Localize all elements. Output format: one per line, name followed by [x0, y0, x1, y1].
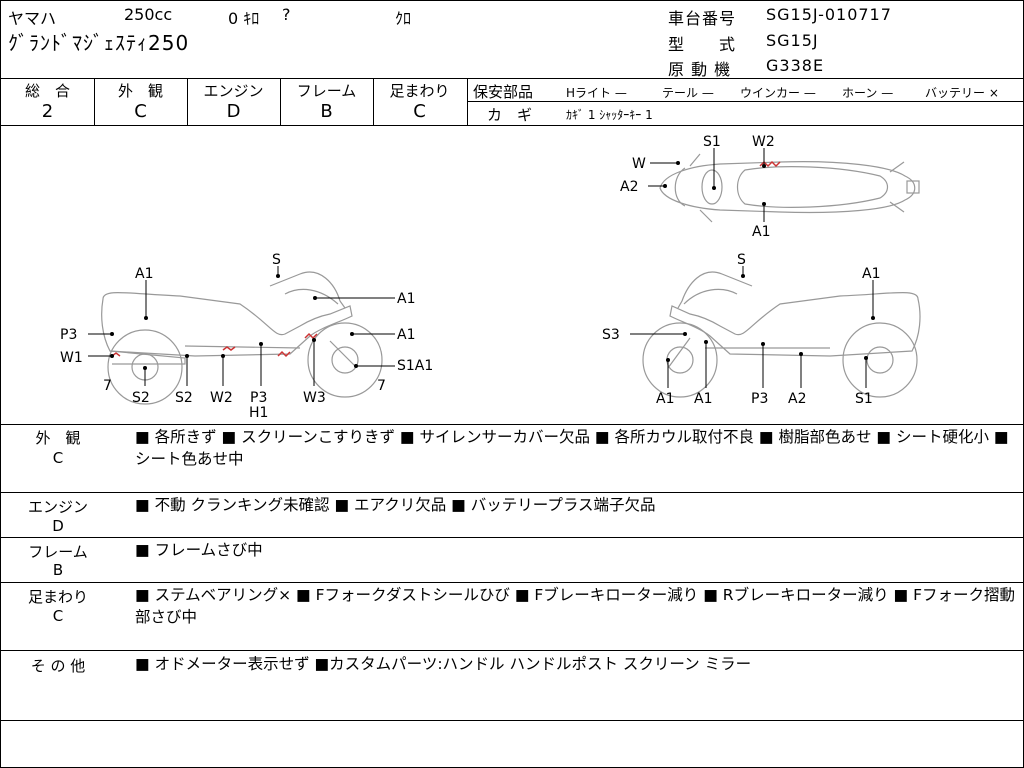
- part-winker: ウインカー —: [740, 86, 816, 100]
- grade-engine-label: エンジン: [203, 82, 264, 100]
- label-r-s1: S1: [855, 391, 873, 407]
- divider: [0, 720, 1024, 721]
- grade-overall-value: 2: [41, 101, 54, 122]
- label-l-h1: H1: [249, 405, 268, 421]
- model-type-label: 型 式: [668, 35, 737, 54]
- section-engine-label: エンジン: [27, 498, 88, 516]
- section-frame-grade: B: [52, 561, 64, 579]
- section-exterior-label: 外 観: [35, 429, 81, 447]
- divider: [467, 78, 468, 125]
- label-l-w1: W1: [60, 350, 83, 366]
- label-top-w2: W2: [752, 134, 775, 150]
- divider: [0, 650, 1024, 651]
- label-r-a1b: A1: [694, 391, 712, 407]
- section-other-text: ■ オドメーター表示せず ■カスタムパーツ:ハンドル ハンドルポスト スクリーン…: [135, 655, 752, 673]
- grade-suspension-value: C: [413, 101, 426, 122]
- mileage: 0 ｷﾛ: [228, 9, 260, 28]
- label-top-w: W: [632, 156, 646, 172]
- model-name: ｸﾞﾗﾝﾄﾞﾏｼﾞｪｽﾃｨ250: [8, 31, 190, 55]
- label-top-a2: A2: [620, 179, 638, 195]
- grade-frame-value: B: [320, 101, 333, 122]
- label-l-s: S: [272, 252, 281, 268]
- section-suspension-grade: C: [52, 607, 64, 625]
- color: ｸﾛ: [395, 9, 412, 28]
- diagram-labels: W S1 W2 A2 A1 A1 S A1 P3 A1 W1 S1A1 7 7 …: [60, 134, 880, 421]
- label-l-a1b: A1: [397, 291, 415, 307]
- label-l-w3: W3: [303, 390, 326, 406]
- engine-number: G338E: [766, 56, 825, 75]
- part-tail: テール —: [662, 86, 714, 100]
- damage-diagram: W S1 W2 A2 A1 A1 S A1 P3 A1 W1 S1A1 7 7 …: [60, 134, 921, 421]
- leader-lines: [88, 148, 874, 388]
- displacement: 250cc: [124, 5, 173, 24]
- safety-parts-label: 保安部品: [473, 83, 534, 101]
- frame-number: SG15J-010717: [766, 5, 892, 24]
- divider: [467, 101, 1024, 102]
- grade-engine-value: D: [226, 101, 241, 122]
- divider: [187, 78, 188, 125]
- mileage-mark: ?: [282, 5, 291, 24]
- section-engine-text: ■ 不動 クランキング未確認 ■ エアクリ欠品 ■ バッテリープラス端子欠品: [135, 496, 656, 514]
- grade-overall-label: 総 合: [24, 82, 70, 100]
- maker: ヤマハ: [8, 9, 57, 28]
- section-exterior-grade: C: [52, 449, 64, 467]
- divider: [94, 78, 95, 125]
- label-l-s2a: S2: [132, 390, 150, 406]
- label-r-p3: P3: [751, 391, 768, 407]
- label-r-a1: A1: [862, 266, 880, 282]
- label-top-a1: A1: [752, 224, 770, 240]
- leader-dots: [110, 161, 875, 370]
- key-value: ｶｷﾞ 1 ｼｬｯﾀｰｷｰ 1: [566, 108, 653, 122]
- section-frame-text: ■ フレームさび中: [135, 541, 263, 559]
- scooter-top-view: [659, 153, 920, 223]
- grade-frame-label: フレーム: [296, 82, 357, 100]
- divider: [0, 492, 1024, 493]
- divider: [0, 582, 1024, 583]
- divider: [0, 537, 1024, 538]
- grade-exterior-value: C: [134, 101, 147, 122]
- label-r-a1a: A1: [656, 391, 674, 407]
- scooter-left-view: [101, 271, 383, 405]
- scooter-right-view: [642, 271, 921, 398]
- divider: [280, 78, 281, 125]
- section-suspension-label: 足まわり: [27, 588, 88, 606]
- engine-label: 原 動 機: [668, 60, 732, 79]
- part-horn: ホーン —: [842, 86, 894, 100]
- frame-number-label: 車台番号: [668, 9, 737, 28]
- label-r-s: S: [737, 252, 746, 268]
- label-l-s1a1: S1A1: [397, 358, 433, 374]
- section-exterior-text: ■ 各所きず ■ スクリーンこすりきず ■ サイレンサーカバー欠品 ■ 各所カウ…: [135, 428, 1009, 468]
- key-label: カ ギ: [487, 106, 533, 124]
- divider: [0, 125, 1024, 126]
- section-suspension-text: ■ ステムベアリング× ■ Fフォークダストシールひび ■ Fブレーキローター減…: [135, 586, 1015, 626]
- label-l-w2: W2: [210, 390, 233, 406]
- section-frame-label: フレーム: [28, 543, 88, 561]
- damage-marks: [111, 160, 781, 358]
- part-battery: バッテリー ×: [925, 86, 999, 100]
- section-other-label: そ の 他: [30, 657, 86, 675]
- grade-exterior-label: 外 観: [117, 82, 163, 100]
- part-headlight: Hライト —: [566, 86, 627, 100]
- divider: [373, 78, 374, 125]
- model-type: SG15J: [766, 31, 819, 50]
- grade-suspension-label: 足まわり: [389, 82, 450, 100]
- label-l-a1c: A1: [397, 327, 415, 343]
- label-l-p3b: P3: [250, 390, 267, 406]
- label-l-7a: 7: [103, 378, 112, 394]
- label-l-a1a: A1: [135, 266, 153, 282]
- label-l-7b: 7: [377, 378, 386, 394]
- label-r-s3: S3: [602, 327, 620, 343]
- label-top-s1: S1: [703, 134, 721, 150]
- label-l-p3: P3: [60, 327, 77, 343]
- section-engine-grade: D: [52, 517, 64, 535]
- label-r-a2: A2: [788, 391, 806, 407]
- label-l-s2b: S2: [175, 390, 193, 406]
- divider: [0, 78, 1024, 79]
- divider: [0, 424, 1024, 425]
